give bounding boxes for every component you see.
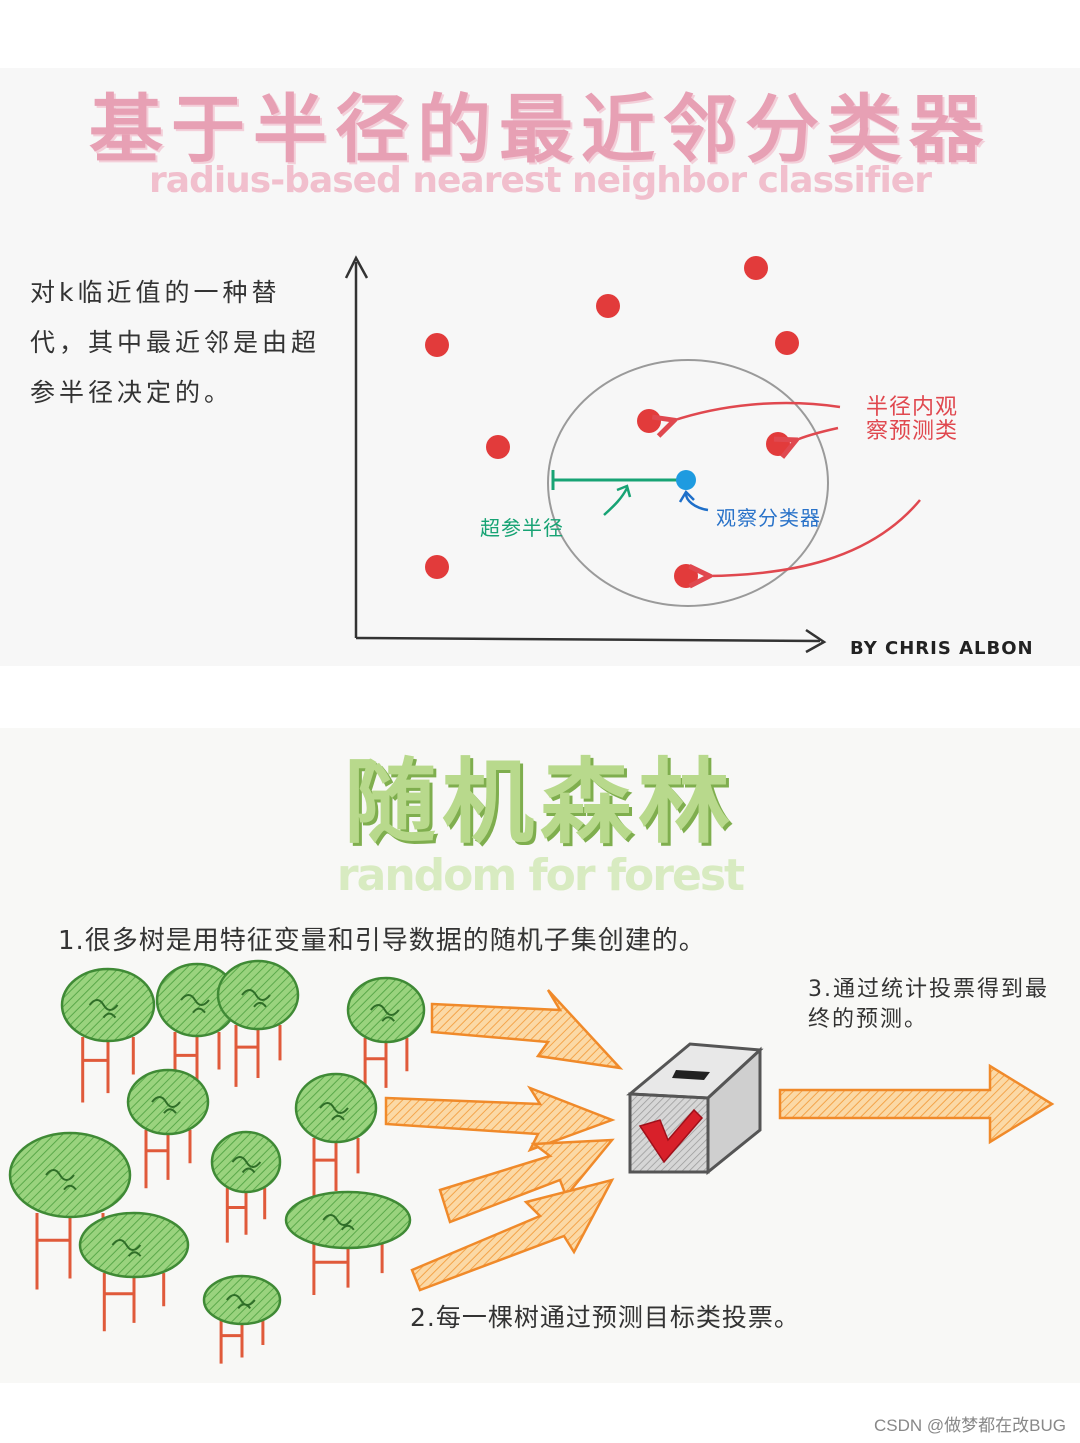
tree-icon	[128, 1070, 208, 1188]
ballot-box-icon	[630, 1044, 760, 1172]
observation-point	[425, 333, 449, 357]
classifier-annotation: 观察分类器	[716, 502, 821, 531]
result-arrow-icon	[780, 1066, 1052, 1142]
observation-point	[486, 435, 510, 459]
radius-description: 对k临近值的一种替代，其中最近邻是由超参半径决定的。	[30, 268, 330, 418]
x-axis	[356, 638, 820, 641]
tree-trunk	[227, 1188, 264, 1243]
tree-grid	[10, 961, 424, 1364]
step-two-text: 2.每一棵树通过预测目标类投票。	[410, 1298, 800, 1334]
arrow-icon	[432, 990, 620, 1068]
tree-icon	[80, 1213, 188, 1331]
inside-radius-annotation: 半径内观 察预测类	[866, 396, 958, 444]
tree-trunk	[365, 1038, 407, 1096]
tree-trunk	[221, 1320, 263, 1364]
author-credit: BY CHRIS ALBON	[850, 638, 1034, 659]
tree-crown	[204, 1276, 280, 1324]
observation-point	[596, 294, 620, 318]
tree-trunk	[236, 1025, 280, 1087]
watermark: CSDN @做梦都在改BUG	[874, 1411, 1066, 1436]
tree-trunk	[83, 1037, 134, 1103]
tree-crown	[80, 1213, 188, 1277]
tree-crown	[62, 969, 154, 1041]
arrow-to-point-icon	[672, 403, 840, 421]
tree-trunk	[314, 1244, 382, 1295]
tree-trunk	[146, 1130, 190, 1188]
radius-subtitle: radius-based nearest neighbor classifier	[0, 160, 1080, 201]
tree-crown	[10, 1133, 130, 1217]
tree-crown	[286, 1192, 410, 1248]
forest-title: 随机森林	[0, 728, 1080, 861]
tree-crown	[128, 1070, 208, 1134]
observation-point-inside	[674, 564, 698, 588]
observation-point	[775, 331, 799, 355]
step-three-text: 3.通过统计投票得到最终的预测。	[808, 975, 1058, 1035]
observation-point	[744, 256, 768, 280]
classifier-point	[676, 470, 696, 490]
tree-icon	[218, 961, 298, 1087]
radius-annotation: 超参半径	[480, 512, 564, 541]
tree-crown	[218, 961, 298, 1029]
tree-trunk	[314, 1138, 358, 1200]
observation-point-inside	[637, 409, 661, 433]
tree-icon	[286, 1192, 410, 1295]
radius-arrow-icon	[604, 488, 627, 515]
observation-point	[425, 555, 449, 579]
arrow-to-point-icon	[794, 428, 838, 441]
tree-trunk	[104, 1273, 163, 1331]
step-one-text: 1.很多树是用特征变量和引导数据的随机子集创建的。	[58, 920, 706, 957]
tree-icon	[296, 1074, 376, 1200]
tree-icon	[348, 978, 424, 1096]
observation-point-inside	[766, 432, 790, 456]
tree-icon	[212, 1132, 280, 1243]
forest-subtitle: random for forest	[0, 850, 1080, 901]
tree-icon	[204, 1276, 280, 1364]
tree-crown	[348, 978, 424, 1042]
tree-crown	[296, 1074, 376, 1142]
